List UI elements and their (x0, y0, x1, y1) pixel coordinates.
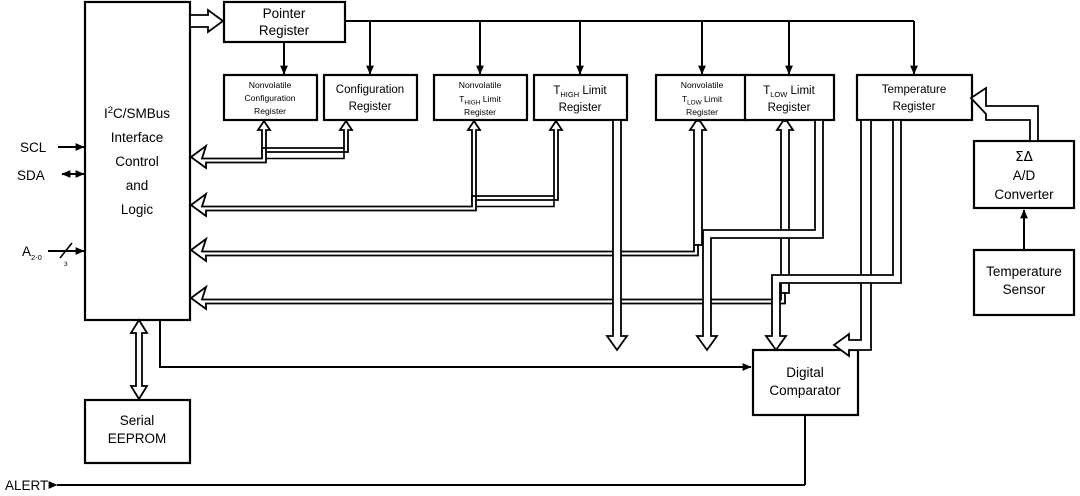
config-register-line1: Configuration (336, 84, 404, 96)
block-ad-converter: ΣΔ A/D Converter (972, 139, 1076, 210)
wire-pointer-distribution-bus (280, 20, 918, 75)
nv-thigh-register-t: T (459, 94, 465, 104)
nv-tlow-register-limit: Limit (702, 94, 723, 104)
thigh-register-line2: Register (559, 102, 602, 114)
pin-scl: SCL (20, 140, 85, 155)
block-nonvolatile-tlow-limit-register: Nonvolatile TLOW Limit Register (654, 73, 751, 122)
i2c-label-part1: I (104, 106, 108, 121)
pin-address-a2-a0: A2-0 3 (22, 242, 85, 268)
tlow-register-t: T (763, 85, 770, 97)
temperature-sensor-line2: Sensor (1003, 282, 1046, 297)
nv-tlow-register-t: T (682, 94, 688, 104)
wire-thigh-register-to-comparator (605, 119, 629, 352)
block-pointer-register: Pointer Register (222, 0, 347, 44)
nv-thigh-register-line1: Nonvolatile (459, 80, 502, 90)
block-nonvolatile-configuration-register: Nonvolatile Configuration Register (222, 73, 319, 122)
temperature-register-line1: Temperature (882, 84, 947, 96)
nv-tlow-register-sub: LOW (687, 100, 703, 107)
digital-comparator-line2: Comparator (769, 383, 841, 398)
adc-line2: A/D (1013, 168, 1036, 183)
tlow-register-line2: Register (768, 102, 811, 114)
block-serial-eeprom: Serial EEPROM (83, 398, 192, 465)
pin-address-bus-width: 3 (64, 261, 68, 268)
nv-thigh-register-line3: Register (464, 107, 496, 117)
tlow-register-limit: Limit (787, 85, 815, 97)
pin-sda: SDA (17, 168, 85, 183)
wire-tlow-nv-register-to-i2c (189, 120, 708, 263)
i2c-label-control: Control (115, 154, 159, 169)
nv-thigh-register-limit: Limit (480, 94, 501, 104)
pointer-register-line1: Pointer (263, 6, 306, 21)
adc-sigma-delta-symbol: ΣΔ (1015, 149, 1034, 165)
block-nonvolatile-thigh-limit-register: Nonvolatile THIGH Limit Register (432, 73, 529, 122)
svg-text:THIGH Limit: THIGH Limit (459, 94, 501, 107)
nv-tlow-register-line3: Register (686, 107, 718, 117)
pin-alert-label: ALERT (5, 478, 48, 493)
i2c-label-and: and (126, 178, 149, 193)
serial-eeprom-line1: Serial (120, 413, 155, 428)
nv-config-register-line1: Nonvolatile (249, 80, 292, 90)
pin-alert: ALERT (5, 415, 806, 493)
block-configuration-register: Configuration Register (322, 73, 419, 122)
svg-text:THIGH Limit: THIGH Limit (553, 85, 607, 99)
adc-line3: Converter (994, 187, 1054, 202)
thigh-register-limit: Limit (579, 85, 607, 97)
svg-text:TLOW Limit: TLOW Limit (763, 85, 815, 99)
block-tlow-limit-register: TLOW Limit Register (743, 73, 836, 122)
pin-address-sublabel: 2-0 (31, 253, 42, 262)
thigh-register-t: T (553, 85, 560, 97)
wire-temperature-register-feed-comparator (764, 119, 902, 352)
config-register-line2: Register (349, 101, 392, 113)
pin-sda-label: SDA (17, 168, 45, 183)
i2c-label-superscript: 2 (108, 105, 113, 116)
wire-tlow-register-to-i2c (189, 120, 795, 311)
wire-i2c-to-serial-eeprom (129, 318, 149, 401)
i2c-label-interface: Interface (111, 130, 164, 145)
wire-temperature-register-to-comparator (832, 119, 872, 358)
pin-address-label: A (22, 244, 31, 259)
tlow-register-sub: LOW (770, 90, 788, 99)
serial-eeprom-line2: EEPROM (108, 431, 167, 446)
i2c-label-logic: Logic (121, 202, 154, 217)
i2c-label-part2: C/SMBus (113, 106, 170, 121)
svg-text:A2-0: A2-0 (22, 244, 42, 262)
pin-scl-label: SCL (20, 140, 47, 155)
block-temperature-register: Temperature Register (855, 73, 974, 122)
digital-comparator-line1: Digital (786, 365, 824, 380)
nv-tlow-register-line1: Nonvolatile (681, 80, 724, 90)
nv-thigh-register-sub: HIGH (464, 100, 480, 107)
wire-config-registers-to-i2c (189, 119, 354, 170)
nv-config-register-line2: Configuration (244, 93, 295, 103)
pointer-register-line2: Register (259, 23, 310, 38)
wire-tlow-register-to-comparator (695, 119, 824, 352)
block-i2c-smbus-interface: I2C/SMBus Interface Control and Logic (83, 0, 192, 322)
temperature-sensor-line1: Temperature (986, 264, 1062, 279)
wire-thigh-registers-to-i2c (189, 119, 564, 218)
svg-text:I2C/SMBus: I2C/SMBus (104, 105, 170, 121)
block-digital-comparator: Digital Comparator (751, 348, 860, 417)
svg-text:TLOW Limit: TLOW Limit (682, 94, 723, 107)
nv-config-register-line3: Register (254, 106, 286, 116)
wire-i2c-to-comparator (159, 320, 752, 371)
thigh-register-sub: HIGH (560, 90, 579, 99)
wire-adc-to-temperature-register (969, 86, 1039, 142)
block-temperature-sensor: Temperature Sensor (972, 248, 1076, 317)
wire-i2c-to-pointer-register (189, 8, 225, 34)
temperature-register-line2: Register (893, 101, 936, 113)
block-thigh-limit-register: THIGH Limit Register (532, 73, 629, 122)
